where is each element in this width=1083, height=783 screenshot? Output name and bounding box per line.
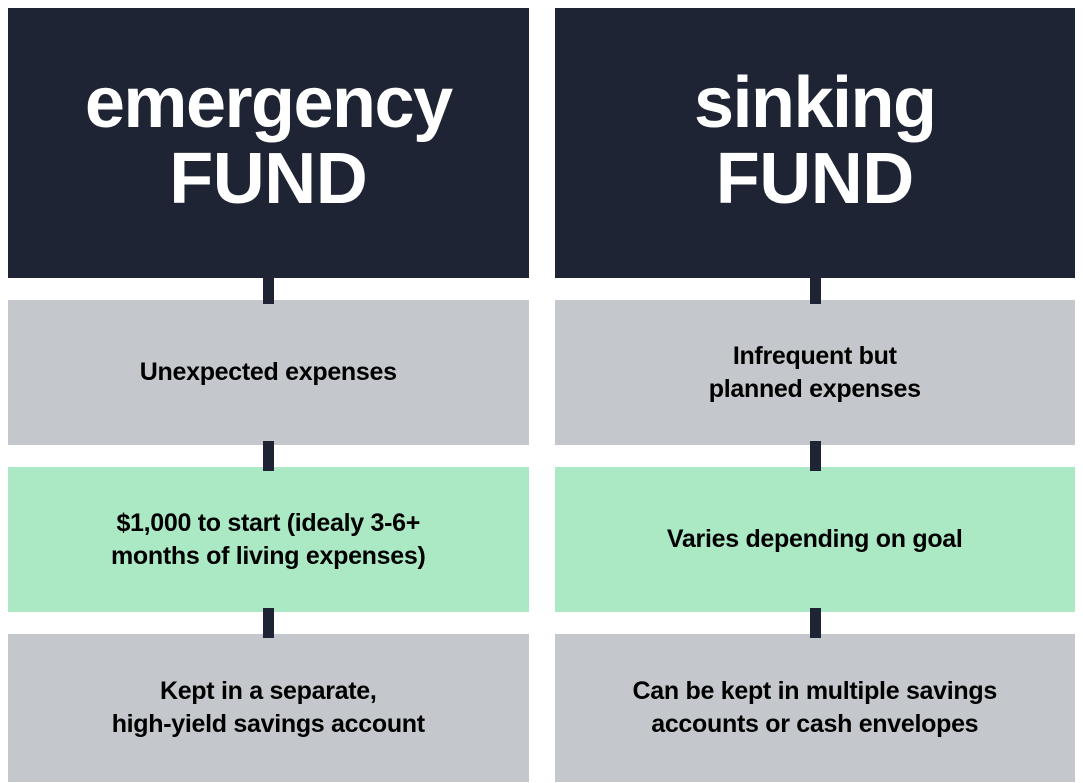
header-title-line-1: sinking bbox=[693, 62, 937, 143]
connector-bar bbox=[8, 441, 529, 471]
column-emergency-fund: emergency FUND Unexpected expenses $1,00… bbox=[8, 8, 529, 782]
row-emergency-amount: $1,000 to start (idealy 3-6+ months of l… bbox=[8, 467, 529, 612]
header-sinking-fund: sinking FUND bbox=[554, 8, 1075, 278]
row-text: Infrequent but planned expenses bbox=[708, 341, 921, 403]
row-text: Unexpected expenses bbox=[139, 358, 397, 386]
row-text: Can be kept in multiple savings accounts… bbox=[632, 677, 998, 738]
row-text: $1,000 to start (idealy 3-6+ months of l… bbox=[111, 508, 426, 570]
connector-bar bbox=[555, 441, 1076, 471]
row-text: Varies depending on goal bbox=[666, 525, 963, 553]
column-sinking-fund: sinking FUND Infrequent but planned expe… bbox=[554, 8, 1076, 782]
row-sinking-purpose: Infrequent but planned expenses bbox=[554, 300, 1075, 445]
header-title-line-1: emergency bbox=[84, 62, 453, 143]
header-title-line-2: FUND bbox=[169, 138, 368, 219]
connector-bar bbox=[8, 274, 529, 304]
connector-bar bbox=[555, 274, 1076, 304]
row-text: Kept in a separate, high-yield savings a… bbox=[111, 677, 425, 738]
header-emergency-fund: emergency FUND bbox=[8, 8, 529, 278]
row-sinking-amount: Varies depending on goal bbox=[554, 467, 1075, 612]
row-emergency-purpose: Unexpected expenses bbox=[8, 300, 529, 445]
row-emergency-location: Kept in a separate, high-yield savings a… bbox=[8, 634, 529, 782]
connector-bar bbox=[555, 608, 1076, 638]
header-title-line-2: FUND bbox=[715, 138, 914, 219]
row-sinking-location: Can be kept in multiple savings accounts… bbox=[554, 634, 1075, 782]
connector-bar bbox=[8, 608, 529, 638]
